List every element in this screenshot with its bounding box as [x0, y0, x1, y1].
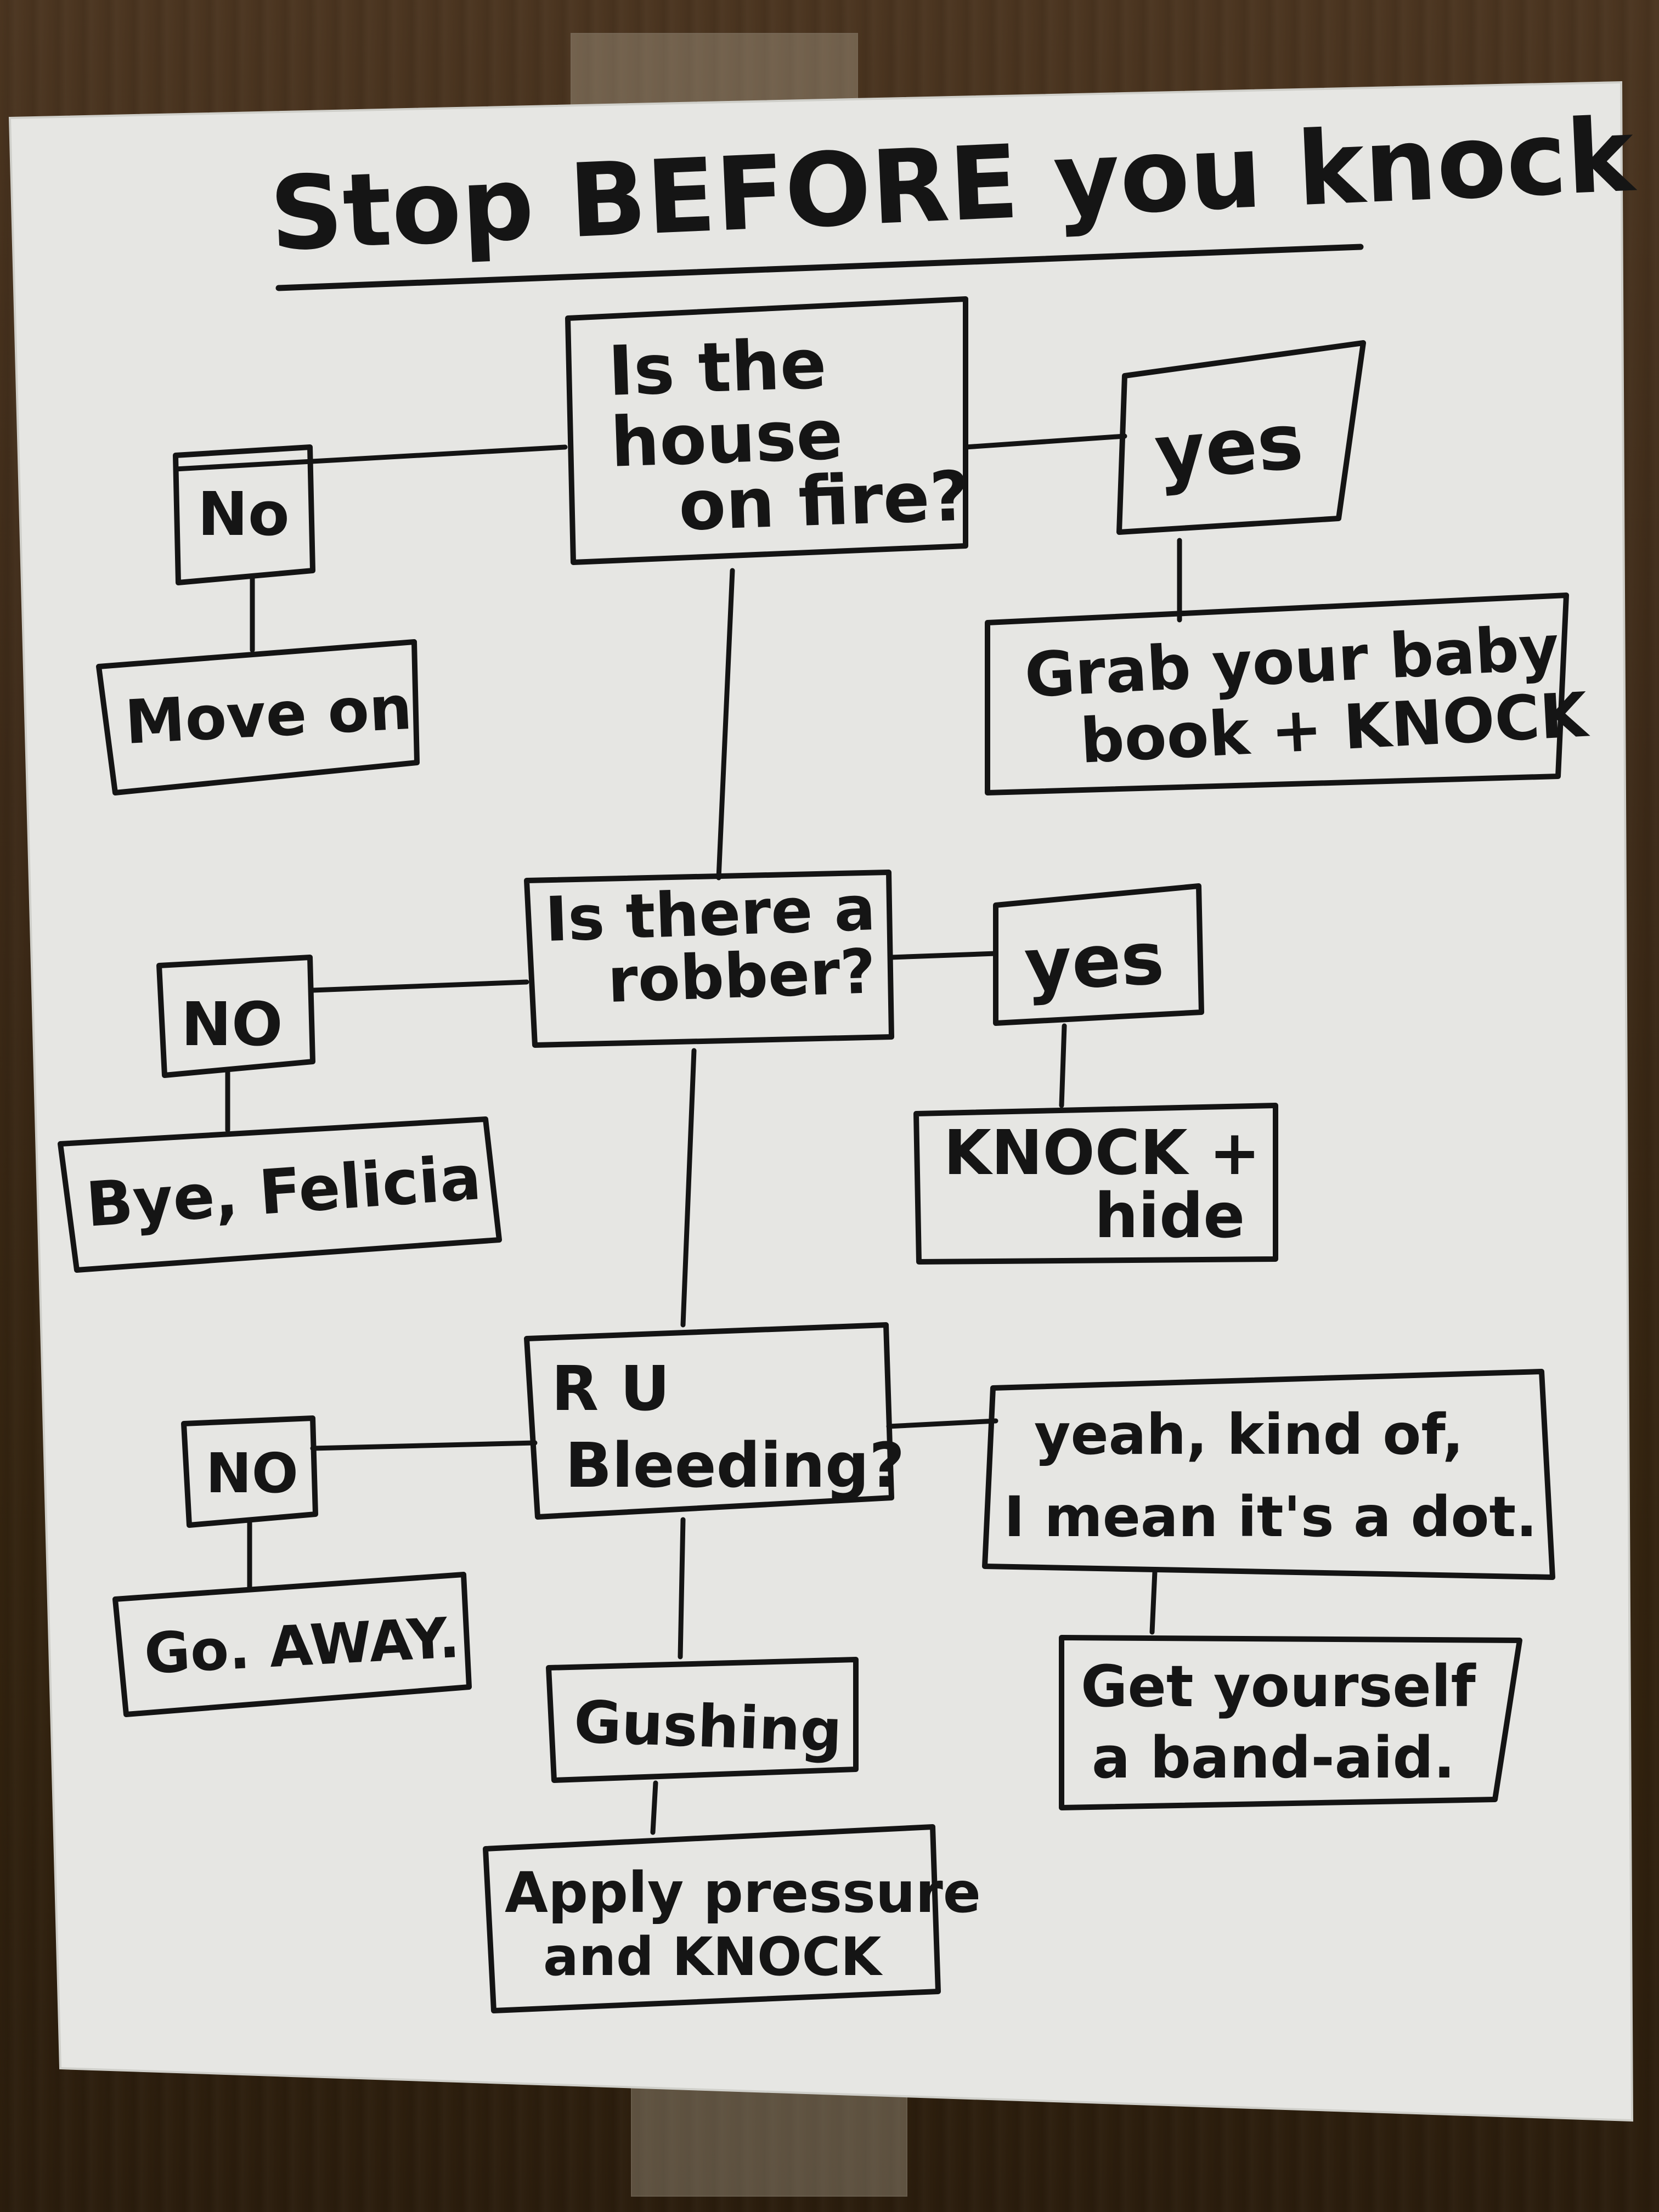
- node-text: Get yourself: [1081, 1653, 1476, 1720]
- node-text: NO: [206, 1441, 298, 1505]
- node-bleeding-yes: yeah, kind of, I mean it's a dot.: [982, 1369, 1555, 1580]
- node-text: robber?: [606, 936, 877, 1017]
- svg-text:KNOCK + hide: KNOCK + hide: [944, 1118, 1282, 1252]
- node-text: on fire?: [678, 456, 971, 546]
- svg-text:Apply pressure and KNOCK: Apply pressure and KNOCK: [505, 1860, 984, 1988]
- node-q-bleeding: R U Bleeding?: [524, 1322, 905, 1520]
- tape-bottom: [631, 2079, 907, 2197]
- node-text: Gushing: [573, 1688, 843, 1765]
- node-text: I mean it's a dot.: [1004, 1485, 1537, 1550]
- connectors: [173, 433, 1182, 1835]
- node-text: and KNOCK: [543, 1926, 883, 1988]
- node-robber-yes-action: KNOCK + hide: [913, 1103, 1282, 1265]
- node-text: NO: [181, 989, 283, 1059]
- svg-text:Grab your baby book + KN: Grab your baby book + KNOCK: [1023, 611, 1592, 780]
- node-bleeding-gushing: Gushing: [546, 1657, 859, 1783]
- node-text: Is there a: [544, 873, 876, 956]
- svg-text:yeah, kind of, I mean it: yeah, kind of, I mean it's a dot.: [1004, 1402, 1537, 1550]
- node-fire-yes: yes: [1116, 340, 1366, 535]
- node-text: Move on: [123, 673, 414, 758]
- svg-text:Get yourself a band-aid.: Get yourself a band-aid.: [1081, 1653, 1496, 1791]
- node-text: R U: [551, 1353, 670, 1425]
- node-robber-no: NO: [156, 955, 315, 1078]
- node-text: hide: [1094, 1181, 1245, 1252]
- title-underline: [275, 244, 1364, 291]
- svg-text:R U Bleeding?: R U Bleeding?: [551, 1353, 905, 1502]
- node-text: house: [610, 395, 844, 483]
- node-text: KNOCK +: [944, 1118, 1261, 1189]
- node-q-fire: Is the house on fire?: [565, 296, 970, 565]
- node-text: No: [198, 479, 290, 549]
- node-text: Apply pressure: [505, 1860, 981, 1926]
- node-bleeding-gushing-action: Apply pressure and KNOCK: [483, 1824, 984, 2013]
- node-fire-no: No: [173, 444, 315, 585]
- node-text: yeah, kind of,: [1034, 1402, 1464, 1468]
- node-text: yes: [1023, 916, 1166, 1008]
- node-fire-no-action: Move on: [96, 639, 420, 795]
- node-text: Bleeding?: [565, 1430, 905, 1502]
- node-q-robber: Is there a robber?: [524, 870, 900, 1048]
- node-bleeding-yes-action: Get yourself a band-aid.: [1059, 1635, 1522, 1810]
- node-text: a band-aid.: [1092, 1724, 1455, 1791]
- node-bleeding-no: NO: [181, 1415, 318, 1528]
- node-text: Is the: [607, 324, 828, 411]
- paper-sheet: [8, 81, 1634, 2122]
- svg-text:Is there a robber?: Is there a robber?: [544, 872, 900, 1019]
- svg-text:Is the house on fi: Is the house on fire?: [607, 319, 970, 548]
- node-text: yes: [1152, 397, 1307, 499]
- node-robber-yes: yes: [993, 883, 1204, 1026]
